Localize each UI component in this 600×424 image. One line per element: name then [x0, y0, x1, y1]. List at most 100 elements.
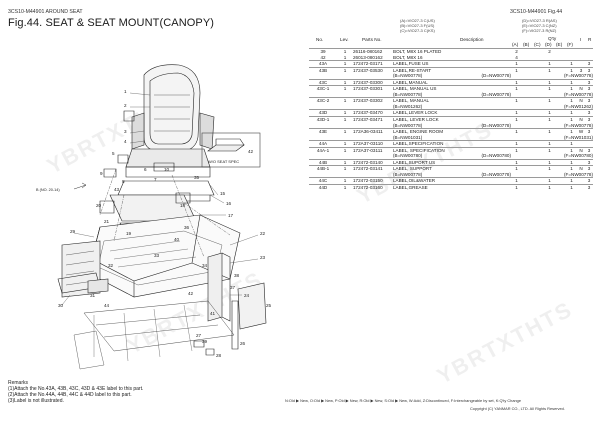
cell-parts: 26116-080162	[353, 47, 393, 55]
callout-27: 27	[196, 333, 202, 338]
cell-qty	[522, 97, 533, 104]
cell-qty	[533, 85, 544, 92]
cell-qty	[555, 60, 566, 68]
callout-15: 15	[220, 191, 226, 196]
cell-qty	[522, 78, 533, 86]
cell-no: 43B	[309, 66, 337, 74]
cell-qty: 1	[544, 140, 555, 148]
serial-note: (D=NW00778)	[481, 171, 512, 177]
catalog-code-left: 3CS10-M44901 AROUND SEAT	[8, 9, 83, 15]
catalog-code-right: 3CS10-M44901 Fig.44	[510, 9, 563, 15]
cell-i: N	[577, 85, 585, 92]
cell-lev: 1	[337, 158, 353, 166]
cell-parts: 172472-03171	[353, 60, 393, 68]
cell-r: 3	[585, 97, 593, 104]
cell-r: 3	[585, 146, 593, 154]
remarks-title: Remarks	[8, 380, 29, 386]
callout-19: 19	[126, 231, 132, 236]
cell-qty: 1	[566, 140, 577, 148]
callout-9: 9	[100, 171, 103, 176]
cell-parts: 172472-03150	[353, 177, 393, 185]
cell-qty: 1	[566, 116, 577, 123]
cell-no: 43D-1	[309, 116, 337, 123]
cell-lev: 1	[337, 47, 353, 55]
cell-qty: 1	[566, 78, 577, 86]
cell-no: 44A	[309, 140, 337, 148]
cell-no: 44C	[309, 177, 337, 185]
cell-i	[577, 184, 585, 191]
cell-qty	[533, 116, 544, 123]
cell-qty	[555, 47, 566, 55]
cell-qty	[533, 177, 544, 185]
cell-i	[577, 177, 585, 185]
variant-a: (A)=VIO27-3 C(US)	[400, 18, 435, 23]
cell-lev: 1	[337, 146, 353, 154]
cell-desc: LABEL,SUPORT US	[393, 158, 511, 166]
cell-parts: 172472-03160	[353, 184, 393, 191]
cell-lev: 1	[337, 116, 353, 123]
cell-qty	[555, 109, 566, 117]
cell-lev: 1	[337, 97, 353, 104]
cell-qty	[533, 146, 544, 154]
callout-26: 26	[240, 341, 246, 346]
variant-d: (D)=VIO27-3 R(AS)	[522, 18, 557, 23]
arrow-note: B (NO. 20-14)	[36, 188, 60, 192]
cell-qty: 1	[566, 184, 577, 191]
cell-desc: LABEL, SPECIFICATION	[393, 146, 511, 154]
cell-parts: 172437-03300	[353, 78, 393, 86]
callout-24: 24	[244, 293, 250, 298]
cell-parts: 172472-03140	[353, 158, 393, 166]
cell-r: 3	[585, 128, 593, 135]
cell-no: 43E	[309, 128, 337, 135]
header-no: No.	[316, 37, 324, 42]
table-note-row: (B=NW01262)(F=NW01262)	[309, 104, 593, 110]
table-note-row: (B=NW01031)(F=NW01031)	[309, 135, 593, 141]
cell-desc: LABEL, MANUAL US	[393, 85, 511, 92]
page-title: Fig.44. SEAT & SEAT MOUNT(CANOPY)	[8, 17, 215, 29]
callout-44: 44	[104, 303, 110, 308]
cell-qty: 2	[544, 47, 555, 55]
serial-note: (B=NW00778)	[393, 91, 423, 97]
cell-qty	[555, 97, 566, 104]
cell-parts: 172437-03470	[353, 109, 393, 117]
cell-no: 42	[320, 54, 326, 60]
cell-parts: 172437-03301	[353, 85, 393, 92]
cell-no: 44A-1	[309, 146, 337, 154]
cell-qty	[533, 128, 544, 135]
cell-qty	[555, 66, 566, 74]
change-legend: N:Old ▶ New, O:Old ▶ New, P:Old ▶ New, R…	[285, 398, 521, 403]
callout-37: 37	[230, 285, 236, 290]
cell-desc: LABEL,OIL&WATER	[393, 177, 511, 185]
serial-note: (F=NW01262)	[564, 103, 593, 109]
cell-lev: 1	[337, 60, 353, 68]
cell-qty	[555, 165, 566, 172]
cell-no: 39	[309, 47, 337, 55]
cell-qty: 1	[544, 184, 555, 191]
callout-16: 16	[226, 201, 232, 206]
cell-qty	[522, 184, 533, 191]
cell-qty	[522, 146, 533, 154]
cell-qty: 1	[511, 109, 522, 117]
header-qty-b: (B)	[523, 42, 530, 47]
serial-note: (F=NW00778)	[564, 91, 593, 97]
watermark: YBRTXTHTS	[432, 296, 577, 389]
callout-1: 1	[124, 89, 127, 94]
serial-note: (F=NW00778)	[564, 171, 593, 177]
cell-qty	[522, 177, 533, 185]
cell-desc: LABEL, ENGINE ROOM	[393, 128, 511, 135]
callout-5: 5	[112, 151, 115, 156]
cell-i	[577, 78, 585, 86]
cell-qty: 1	[511, 97, 522, 104]
callout-21: 21	[104, 219, 110, 224]
serial-note: (D=NW00778)	[481, 91, 512, 97]
cell-i	[577, 60, 585, 68]
callout-33: 33	[154, 253, 160, 258]
cell-qty: 1	[511, 184, 522, 191]
serial-note: (B=NW00778)	[393, 122, 423, 128]
